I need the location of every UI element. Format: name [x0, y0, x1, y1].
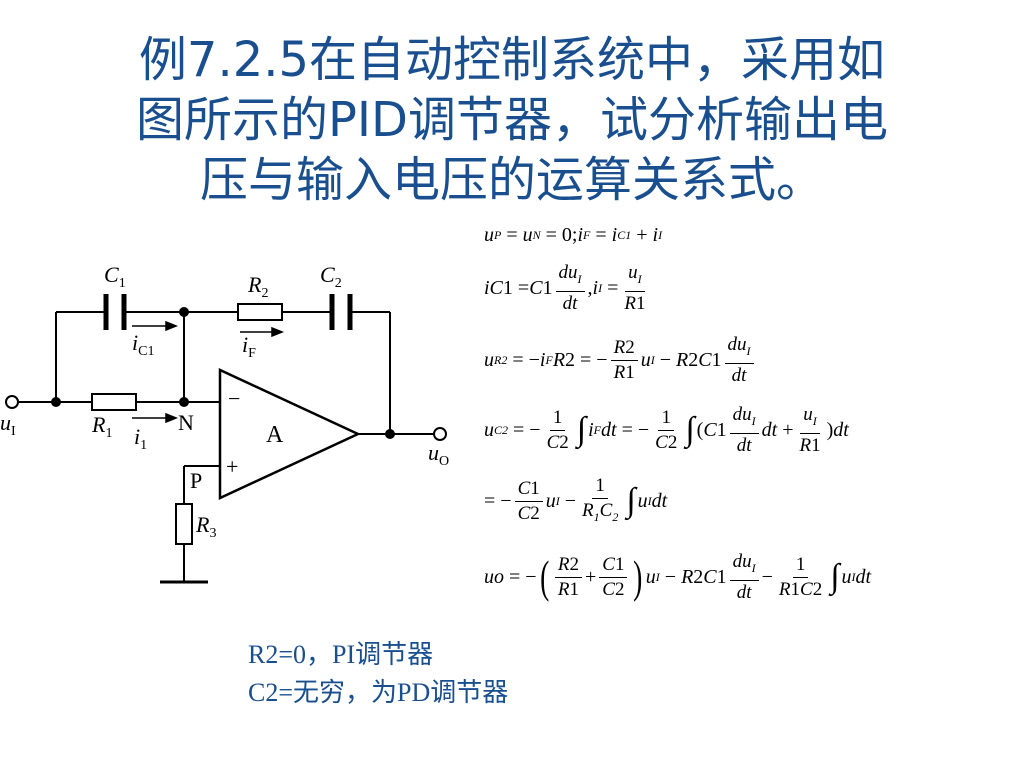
title-line-3: 压与输入电压的运算关系式。 — [199, 152, 824, 208]
label-if: iF — [242, 332, 256, 361]
label-r3: R3 — [195, 512, 216, 541]
label-noninverting-input: + — [226, 454, 238, 479]
pid-circuit-diagram: C1 R2 C2 iC1 iF uI R1 i1 N − + A P uO R3 — [0, 262, 449, 584]
label-node-p: P — [190, 468, 202, 493]
junction-dot-n — [179, 397, 189, 407]
arrow-i1 — [165, 412, 179, 424]
capacitor-c1 — [103, 294, 127, 330]
title-line-2: 图所示的PID调节器，试分析输出电 — [135, 92, 889, 148]
arrow-if — [271, 326, 285, 338]
note-pd-regulator: C2=无穷，为PD调节器 — [248, 678, 509, 707]
junction-dot-top — [179, 307, 189, 317]
label-r2: R2 — [247, 272, 268, 301]
op-amp-triangle — [218, 368, 361, 500]
conclusion-notes: R2=0，PI调节器 C2=无穷，为PD调节器 — [248, 636, 508, 712]
capacitor-c2 — [329, 294, 353, 330]
junction-dot-output — [385, 429, 395, 439]
input-terminal — [5, 395, 19, 409]
note-pi-regulator: R2=0，PI调节器 — [248, 640, 434, 669]
label-ic1: iC1 — [132, 330, 154, 359]
label-op-amp: A — [266, 422, 284, 448]
junction-dot-input — [51, 397, 61, 407]
resistor-r3 — [175, 503, 193, 545]
label-r1: R1 — [91, 412, 112, 441]
label-ui: uI — [0, 410, 16, 439]
label-uo: uO — [428, 440, 449, 469]
label-node-n: N — [178, 410, 194, 435]
resistor-r1 — [91, 393, 137, 411]
output-terminal — [433, 427, 447, 441]
label-c1: C1 — [104, 262, 126, 291]
label-i1: i1 — [134, 424, 147, 453]
slide-title: 例7.2.5在自动控制系统中，采用如 图所示的PID调节器，试分析输出电 压与输… — [40, 30, 984, 210]
resistor-r2 — [237, 303, 283, 321]
title-line-1: 例7.2.5在自动控制系统中，采用如 — [138, 32, 886, 88]
label-inverting-input: − — [228, 386, 240, 411]
label-c2: C2 — [320, 262, 342, 291]
arrow-ic1 — [165, 320, 179, 332]
